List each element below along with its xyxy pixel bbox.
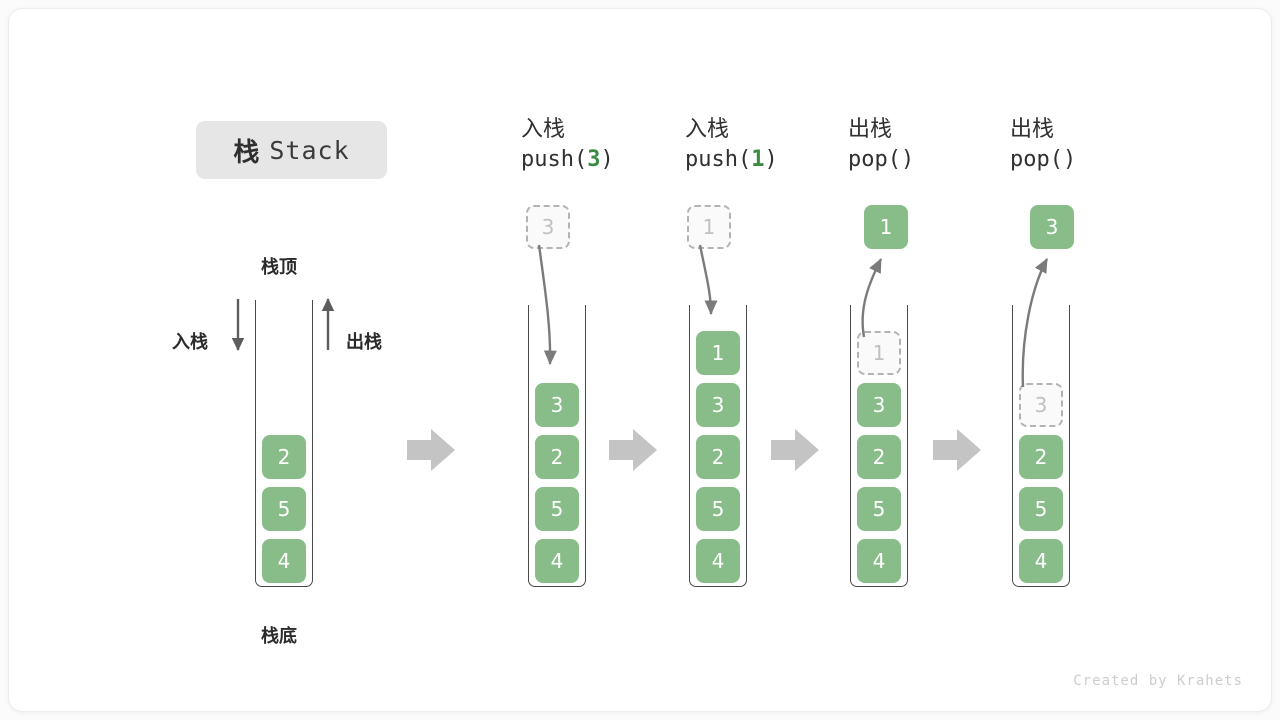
op-header-push-3: 入栈 push(3) <box>521 114 671 176</box>
floating-ghost-cell: 3 <box>526 205 570 249</box>
stack-cell: 4 <box>857 539 901 583</box>
popped-value-cell: 3 <box>1030 205 1074 249</box>
page-title-en: Stack <box>269 135 350 165</box>
stack-cell: 1 <box>696 331 740 375</box>
step-arrow <box>407 429 455 471</box>
floating-ghost-cell: 1 <box>687 205 731 249</box>
page-title: 栈 Stack <box>196 121 387 179</box>
stack-ghost-cell: 1 <box>857 331 901 375</box>
op-code-prefix: pop( <box>1010 147 1063 172</box>
op-label-code: pop() <box>1010 144 1160 176</box>
diagram-card: 栈 Stack 栈顶 栈底 入栈 出栈 4 5 2 入栈 push(3) 3 4… <box>8 8 1272 712</box>
stack-cell: 2 <box>1019 435 1063 479</box>
stack-walls <box>850 305 908 587</box>
stack-slots: 4 5 2 3 1 <box>689 323 747 583</box>
stack-cell: 2 <box>262 435 306 479</box>
pop-direction-label: 出栈 <box>346 332 382 352</box>
op-code-arg: 3 <box>587 147 601 172</box>
popped-value-cell: 1 <box>864 205 908 249</box>
stack-slots: 4 5 2 <box>255 427 313 583</box>
stack-cell: 4 <box>262 539 306 583</box>
stack-cell: 2 <box>535 435 579 479</box>
op-header-pop-3: 出栈 pop() <box>1010 114 1160 176</box>
stack-cell: 2 <box>857 435 901 479</box>
op-label-code: push(3) <box>521 144 671 176</box>
op-code-suffix: ) <box>764 147 778 172</box>
stack-slots: 4 5 2 3 <box>1012 375 1070 583</box>
stack-cell: 4 <box>696 539 740 583</box>
stack-column-push-1: 4 5 2 3 1 <box>689 305 747 587</box>
watermark: Created by Krahets <box>1073 673 1243 689</box>
stack-cell: 5 <box>857 487 901 531</box>
stack-cell: 3 <box>857 383 901 427</box>
op-label-code: push(1) <box>685 144 835 176</box>
stack-column-initial: 4 5 2 <box>255 300 313 587</box>
stack-cell: 2 <box>696 435 740 479</box>
op-code-arg: 1 <box>751 147 765 172</box>
stack-cell: 5 <box>696 487 740 531</box>
op-code-prefix: push( <box>685 147 752 172</box>
stack-column-push-3: 4 5 2 3 <box>528 305 586 587</box>
stack-cell: 5 <box>1019 487 1063 531</box>
stack-cell: 3 <box>696 383 740 427</box>
stack-walls <box>255 300 313 587</box>
stack-ghost-cell: 3 <box>1019 383 1063 427</box>
op-code-prefix: pop( <box>848 147 901 172</box>
stack-column-pop-3: 4 5 2 3 <box>1012 305 1070 587</box>
step-arrow <box>933 429 981 471</box>
push-direction-label: 入栈 <box>172 332 208 352</box>
op-label-cn: 出栈 <box>1010 116 1055 141</box>
op-label-cn: 入栈 <box>685 116 730 141</box>
stack-cell: 4 <box>1019 539 1063 583</box>
op-code-suffix: ) <box>600 147 614 172</box>
op-label-code: pop() <box>848 144 998 176</box>
step-arrow <box>609 429 657 471</box>
stack-slots: 4 5 2 3 <box>528 375 586 583</box>
op-code-suffix: ) <box>1062 147 1077 172</box>
stack-cell: 5 <box>262 487 306 531</box>
op-code-suffix: ) <box>900 147 915 172</box>
stack-cell: 3 <box>535 383 579 427</box>
stack-walls <box>689 305 747 587</box>
stack-column-pop-1: 4 5 2 3 1 <box>850 305 908 587</box>
stack-bottom-label: 栈底 <box>261 626 297 646</box>
op-code-prefix: push( <box>521 147 588 172</box>
stack-walls <box>528 305 586 587</box>
stack-slots: 4 5 2 3 1 <box>850 323 908 583</box>
push-flow-arrow <box>698 244 718 315</box>
stack-cell: 4 <box>535 539 579 583</box>
step-arrow <box>771 429 819 471</box>
op-label-cn: 入栈 <box>521 116 566 141</box>
page-title-cn: 栈 <box>233 136 260 167</box>
stack-cell: 5 <box>535 487 579 531</box>
stack-top-label: 栈顶 <box>261 257 297 277</box>
op-header-push-1: 入栈 push(1) <box>685 114 835 176</box>
stack-walls <box>1012 305 1070 587</box>
op-header-pop-1: 出栈 pop() <box>848 114 998 176</box>
op-label-cn: 出栈 <box>848 116 893 141</box>
